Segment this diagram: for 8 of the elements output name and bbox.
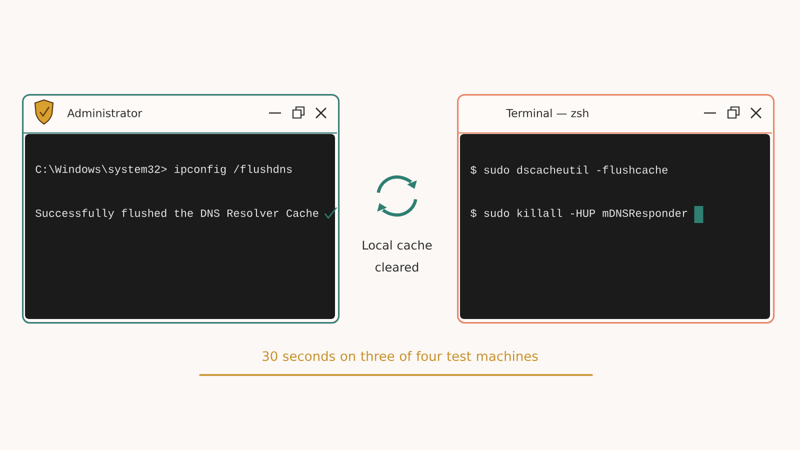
command-text: $ sudo dscacheutil -flushcache bbox=[470, 166, 668, 174]
command-text: $ sudo killall -HUP mDNSResponder bbox=[470, 208, 688, 220]
window-title: Terminal — zsh bbox=[506, 108, 588, 118]
command-text: C:\Windows\system32> ipconfig /flushdns bbox=[36, 164, 292, 176]
window-title: Administrator bbox=[67, 108, 142, 118]
output-text: Successfully flushed the DNS Resolver Cache bbox=[36, 208, 318, 220]
caption-text: Local cache cleared bbox=[362, 240, 432, 272]
footnote-text: 30 seconds on three of four test machines bbox=[262, 350, 538, 362]
